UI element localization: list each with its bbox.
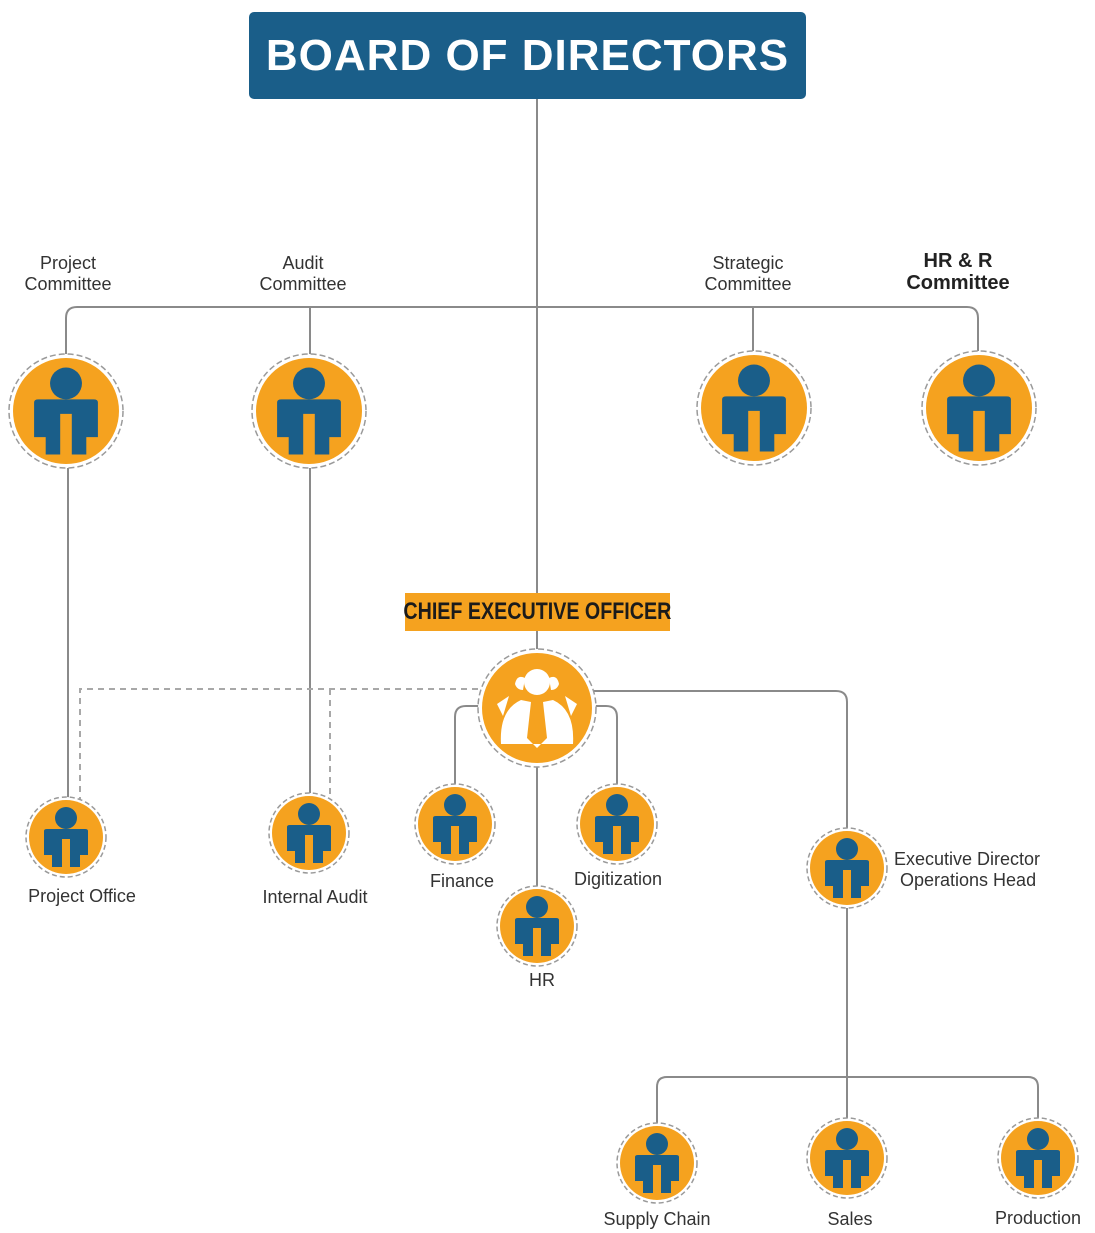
- strategic-committee-label-line2: Committee: [704, 274, 792, 294]
- strategic-committee-label: Strategic Committee: [695, 253, 801, 295]
- audit-committee-label: Audit Committee: [250, 253, 356, 295]
- audit-committee-node: [251, 353, 367, 469]
- internal-audit-node: [268, 792, 350, 874]
- exec-director-label-line2: Operations Head: [900, 870, 1037, 890]
- supply-chain-label: Supply Chain: [603, 1209, 711, 1229]
- digitization-label: Digitization: [573, 869, 663, 889]
- ceo-node: [477, 648, 597, 768]
- dotted-lines: [79, 688, 478, 800]
- ceo-to-exec-director-line: [594, 690, 848, 829]
- project-committee-label-line2: Committee: [24, 274, 112, 294]
- production-node: [997, 1117, 1079, 1199]
- hrr-committee-node: [921, 350, 1037, 466]
- supply-chain-node: [616, 1122, 698, 1204]
- exec-director-node: [806, 827, 888, 909]
- executive-icon: [497, 669, 577, 748]
- project-office-node: [25, 796, 107, 878]
- committee-bus-line: [65, 306, 979, 355]
- project-committee-node: [8, 353, 124, 469]
- ceo-to-project-office-dotted: [79, 688, 478, 800]
- strategic-committee-label-line1: Strategic: [712, 253, 784, 273]
- finance-node: [414, 783, 496, 865]
- hr-label: HR: [529, 970, 555, 990]
- ceo-to-digitization-line: [590, 705, 618, 786]
- hr-node: [496, 885, 578, 967]
- board-title: BOARD OF DIRECTORS: [265, 30, 790, 80]
- board-of-directors-banner: BOARD OF DIRECTORS: [249, 12, 806, 99]
- ceo-to-finance-line: [454, 705, 482, 786]
- exec-director-label-line1: Executive Director: [894, 849, 1041, 869]
- strategic-committee-node: [696, 350, 812, 466]
- operations-bus-line: [656, 1076, 1039, 1125]
- audit-committee-label-line2: Committee: [259, 274, 347, 294]
- sales-node: [806, 1117, 888, 1199]
- audit-committee-label-line1: Audit: [282, 253, 324, 273]
- hrr-committee-label-line2: Committee: [906, 272, 1010, 294]
- ceo-title: CHIEF EXECUTIVE OFFICER: [403, 598, 672, 625]
- sales-label: Sales: [827, 1209, 873, 1229]
- finance-label: Finance: [429, 871, 495, 891]
- internal-audit-label: Internal Audit: [262, 887, 368, 907]
- hrr-committee-label-line1: HR & R: [923, 250, 993, 272]
- exec-director-label: Executive Director Operations Head: [894, 849, 1064, 891]
- ceo-label-box: CHIEF EXECUTIVE OFFICER: [403, 593, 672, 631]
- hrr-committee-label: HR & R Committee: [898, 250, 1018, 294]
- project-committee-label-line1: Project: [39, 253, 97, 273]
- connector-lines: [65, 99, 1039, 1125]
- production-label: Production: [994, 1208, 1082, 1228]
- project-office-label: Project Office: [28, 886, 136, 906]
- project-committee-label: Project Committee: [16, 253, 120, 295]
- digitization-node: [576, 783, 658, 865]
